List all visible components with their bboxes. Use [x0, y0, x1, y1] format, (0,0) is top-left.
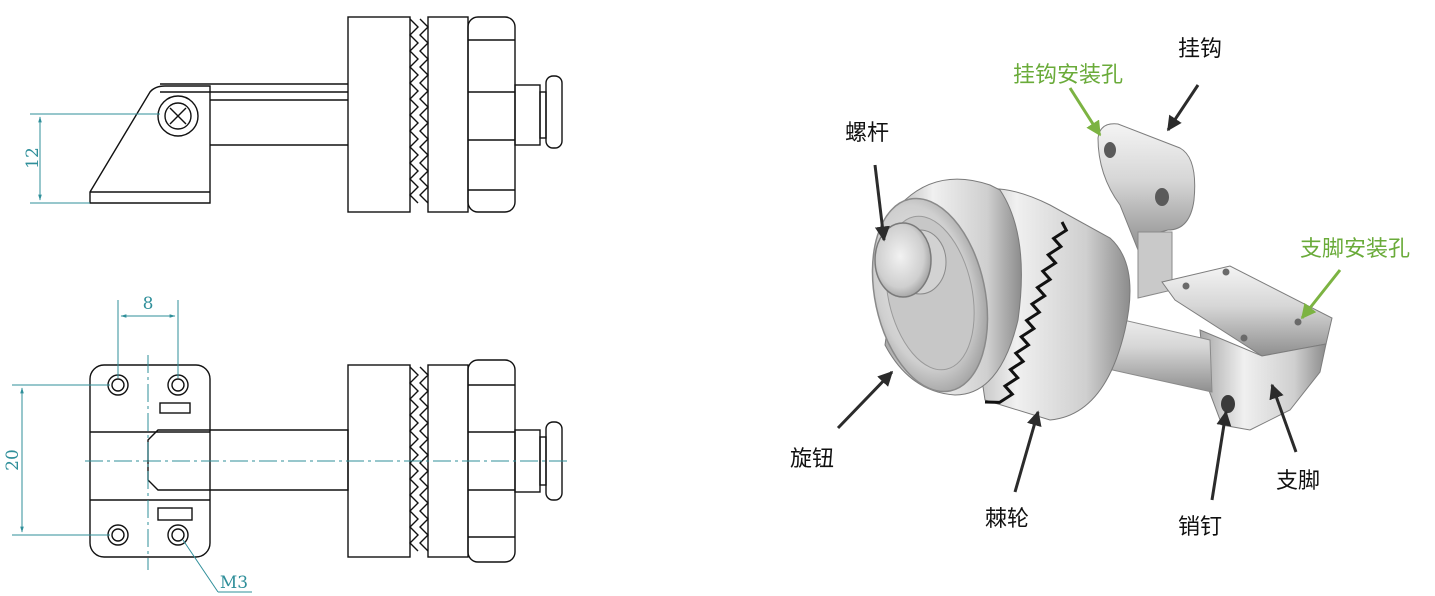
mount-hole-inner: [171, 528, 185, 542]
dimension-height-label: 12: [23, 147, 43, 169]
dimension-spacing-x-label: 8: [143, 294, 154, 314]
knob-arrow: [836, 370, 894, 430]
mount-hole-inner: [111, 528, 125, 542]
hex-nut: [467, 16, 516, 213]
hook-mount-hole-icon: [1155, 188, 1169, 206]
hook-plate: [1097, 123, 1196, 251]
technical-drawing: [12, 16, 570, 593]
end-knob: [545, 75, 563, 149]
top-view: [89, 16, 563, 213]
ratchet-body-left: [347, 16, 411, 213]
screw-size-label: M3: [220, 573, 248, 593]
ratchet-teeth-left: [409, 18, 419, 204]
slot-lower: [157, 507, 193, 521]
dimension-spacing-y-label: 20: [3, 449, 23, 471]
screw-rod-label: 螺杆: [845, 121, 889, 146]
bracket-screw-head: [164, 102, 192, 130]
ratchet-teeth-front-right: [419, 366, 429, 552]
hook-arrow: [1166, 84, 1200, 132]
dimension-lines: [12, 113, 570, 593]
foot-label: 支脚: [1276, 469, 1320, 494]
mount-hole-icon: [107, 524, 129, 546]
pin-icon: [1221, 395, 1235, 413]
ratchet-label: 棘轮: [985, 507, 1029, 532]
foot-mount-hole-icon: [1182, 282, 1190, 290]
foot-arrow: [1269, 383, 1298, 453]
end-collar: [539, 91, 547, 139]
callout-arrows: [836, 84, 1342, 501]
bracket-screw-boss: [157, 95, 199, 137]
slot: [159, 402, 191, 414]
pin-arrow: [1210, 410, 1232, 501]
cross-slot-icon-2: [169, 107, 187, 125]
leader-line-m3: [182, 539, 219, 593]
ratchet-body-right: [427, 16, 469, 213]
hook-label: 挂钩: [1178, 37, 1222, 62]
foot-mount-hole-icon: [1240, 334, 1248, 342]
foot-mount-hole-icon: [1222, 268, 1230, 276]
knob-label: 旋钮: [790, 447, 834, 472]
end-shaft: [514, 84, 541, 146]
ratchet-teeth: [984, 221, 1069, 404]
mount-hole-inner: [171, 378, 185, 392]
screw-rod-arrow: [873, 164, 890, 242]
ratchet-arrow: [1013, 410, 1042, 493]
bracket-outline: [89, 85, 211, 204]
hook-mount-hole-icon: [1104, 142, 1116, 158]
pin-label: 销钉: [1178, 515, 1222, 540]
ratchet-teeth-front-left: [409, 366, 419, 552]
product-render: [871, 123, 1333, 431]
foot-mount-hole-icon: [1294, 318, 1302, 326]
ratchet-teeth-right: [419, 18, 429, 204]
hook-mount-hole-arrow: [1068, 87, 1102, 137]
mount-hole-inner: [111, 378, 125, 392]
screw-rod-head: [874, 222, 932, 298]
mount-hole-icon: [167, 524, 189, 546]
foot-mount-hole-arrow: [1300, 269, 1342, 320]
rod-front: [147, 429, 349, 491]
foot-mount-hole-label: 支脚安装孔: [1300, 237, 1410, 262]
hook-mount-hole-label: 挂钩安装孔: [1013, 63, 1123, 88]
